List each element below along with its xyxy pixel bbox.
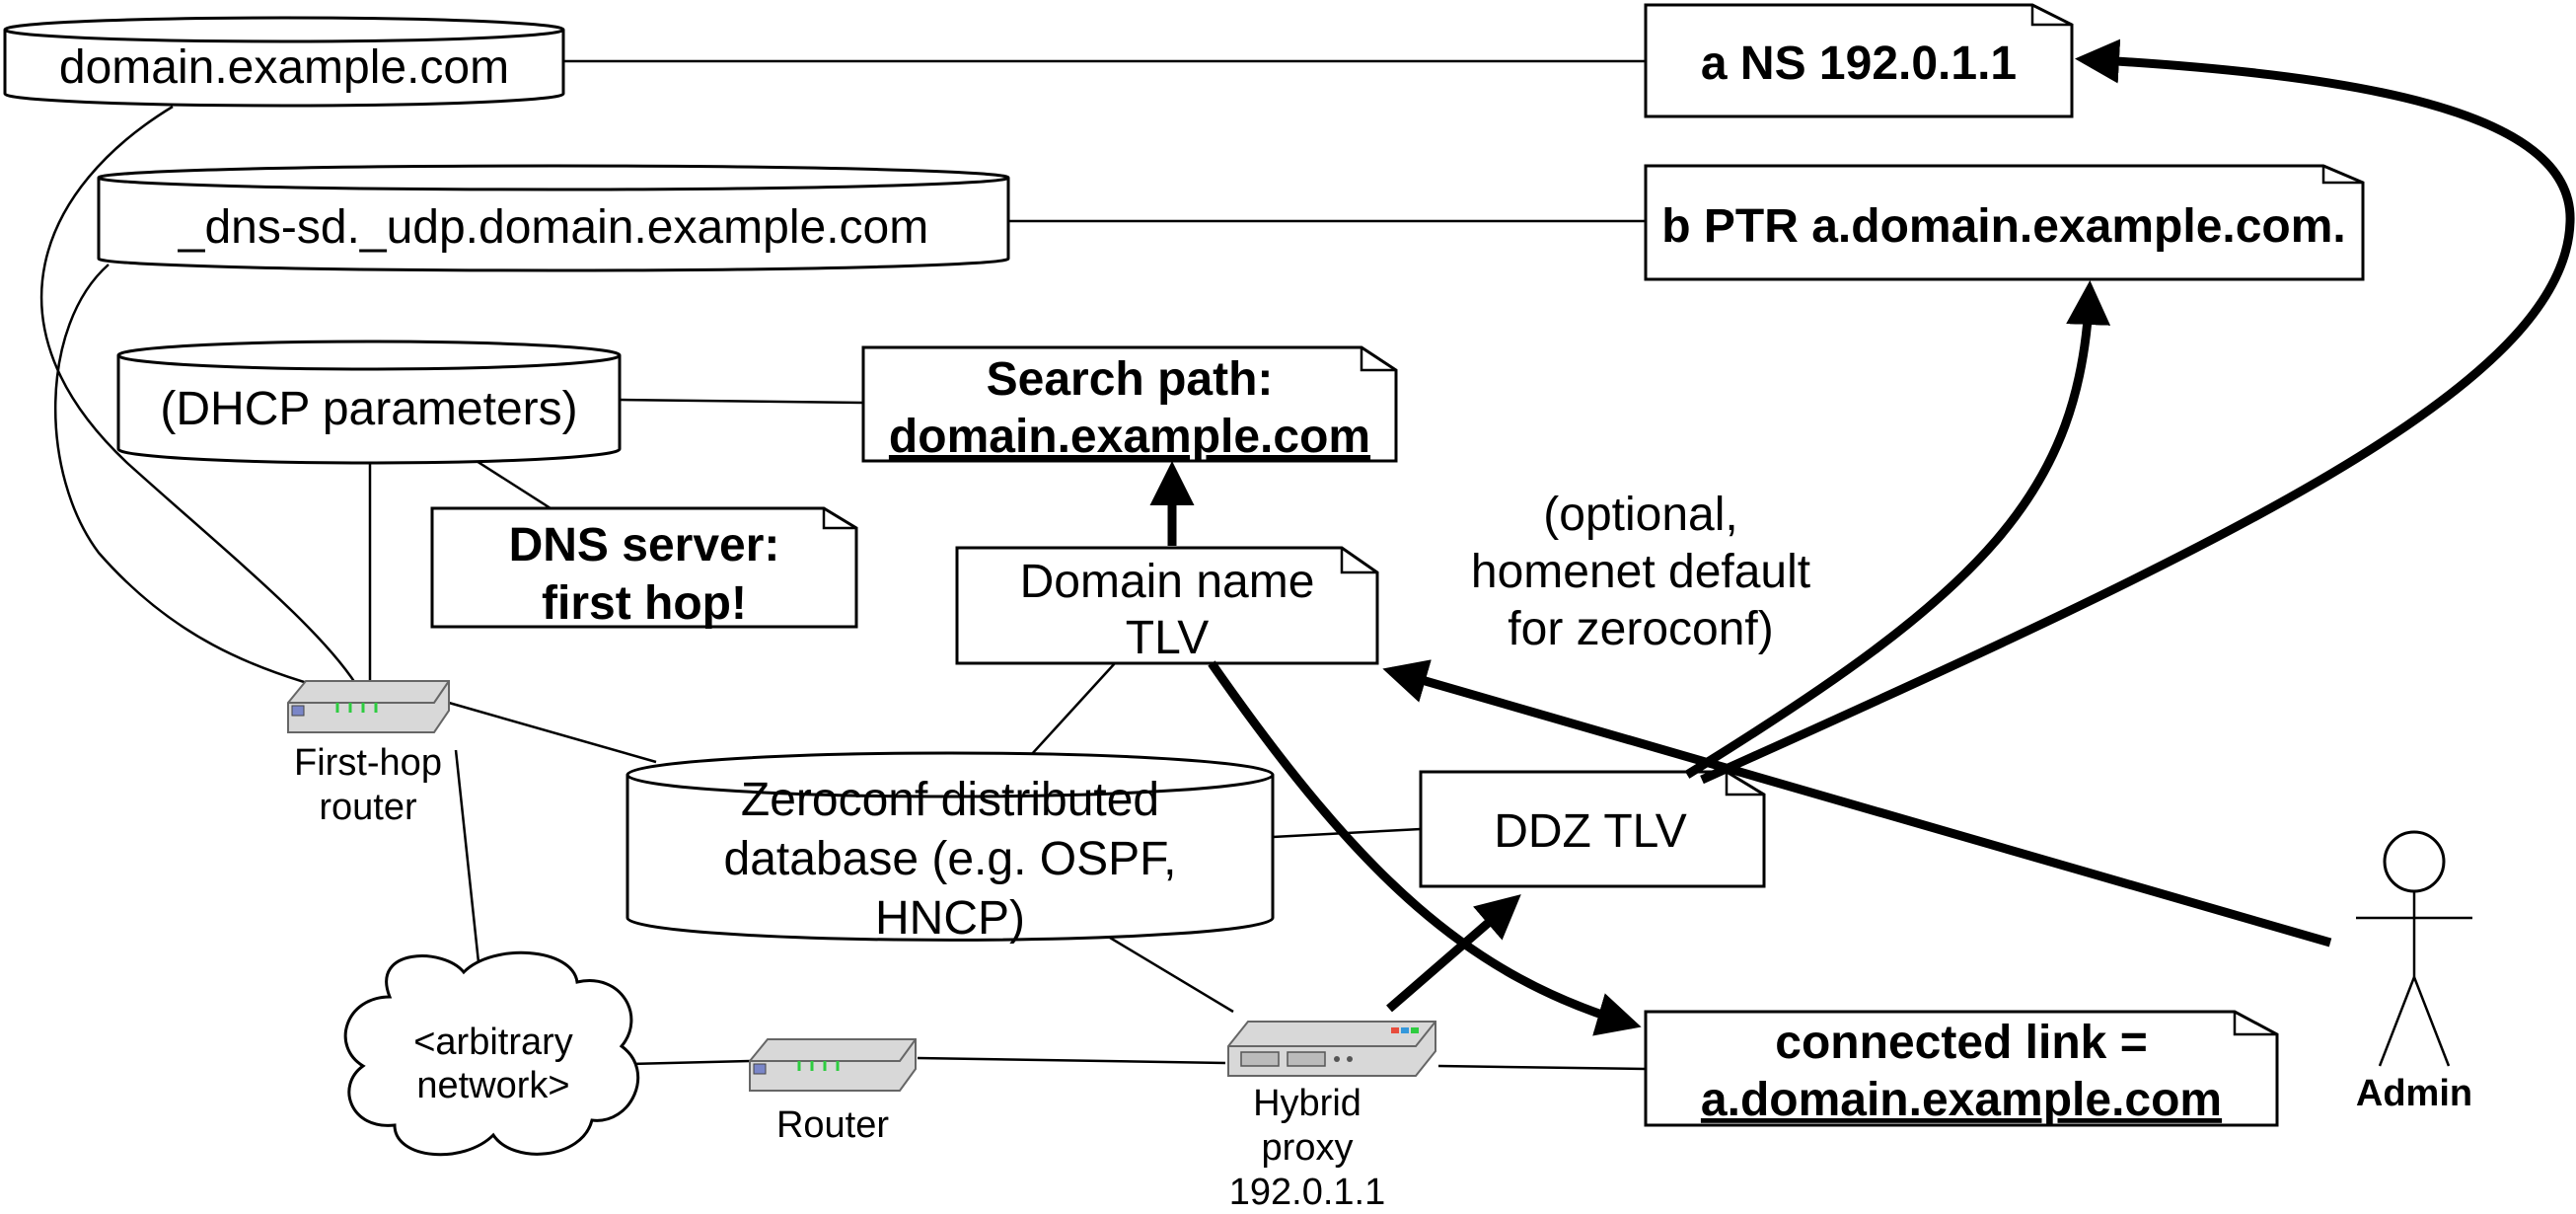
database-dhcp: (DHCP parameters) <box>116 340 622 465</box>
arrow-admin-domaintlv <box>1382 659 2332 948</box>
proxy-label-line3: 192.0.1.1 <box>1229 1172 1385 1213</box>
first-hop-label-line1: First-hop <box>294 742 442 784</box>
database-zeroconf-line2: database (e.g. OSPF, <box>724 833 1177 885</box>
first-hop-label-line2: router <box>319 787 417 828</box>
edge-dhcp-dnsserver <box>468 454 552 510</box>
note-search-path: Search path: domain.example.com <box>861 345 1398 463</box>
note-domain-tlv: Domain name TLV <box>955 546 1379 665</box>
proxy-label-line1: Hybrid <box>1253 1083 1362 1124</box>
optional-note-line3: for zeroconf) <box>1508 603 1773 655</box>
database-dhcp-label: (DHCP parameters) <box>160 383 577 435</box>
connectors <box>40 59 1647 1071</box>
ns-record-label: a NS 192.0.1.1 <box>1701 38 2017 90</box>
edge-dnssd-firsthop <box>53 264 361 699</box>
note-ddz-tlv: DDZ TLV <box>1419 770 1766 888</box>
note-ns-record: a NS 192.0.1.1 <box>1644 3 2074 118</box>
edge-proxy-link <box>1437 1064 1647 1071</box>
edge-cloud-router <box>628 1059 751 1066</box>
database-dnssd: _dns-sd._udp.domain.example.com <box>97 164 1010 272</box>
router-label: Router <box>776 1104 889 1146</box>
optional-note-line1: (optional, <box>1543 489 1737 541</box>
arrow-ddz-ns <box>1700 38 2575 785</box>
cloud-network: <arbitrary network> <box>343 950 640 1157</box>
edge-domain-firsthop <box>40 105 362 692</box>
database-domain-label: domain.example.com <box>59 41 509 94</box>
edge-domaintlv-zeroconf <box>1030 662 1116 756</box>
search-path-line2: domain.example.com <box>889 411 1370 463</box>
ptr-record-label: b PTR a.domain.example.com. <box>1661 200 2346 253</box>
note-ptr-record: b PTR a.domain.example.com. <box>1644 164 2365 281</box>
proxy-label-line2: proxy <box>1262 1127 1354 1169</box>
database-zeroconf-line1: Zeroconf distributed <box>741 774 1159 826</box>
router-device: Router <box>749 1038 917 1146</box>
database-zeroconf-line3: HNCP) <box>875 892 1025 945</box>
cloud-line2: network> <box>416 1065 569 1106</box>
edge-zeroconf-proxy <box>1109 936 1234 1014</box>
hybrid-proxy-device: Hybrid proxy 192.0.1.1 <box>1227 1021 1436 1213</box>
optional-note-line2: homenet default <box>1471 546 1810 598</box>
first-hop-router-device: First-hop router <box>287 680 450 828</box>
domain-tlv-line1: Domain name <box>1020 556 1315 608</box>
cloud-line1: <arbitrary <box>413 1022 573 1063</box>
arrow-domaintlv-connectedlink <box>1208 660 1642 1036</box>
dns-server-line1: DNS server: <box>509 519 780 571</box>
arrow-ddz-ptr <box>1684 280 2111 779</box>
admin-actor: Admin <box>2356 830 2472 1114</box>
admin-head <box>2383 830 2446 893</box>
note-connected-link: connected link = a.domain.example.com <box>1644 1010 2279 1127</box>
arrow-proxy-ddz <box>1386 894 1521 1013</box>
search-path-line1: Search path: <box>987 353 1274 406</box>
edge-router-proxy <box>917 1056 1226 1065</box>
edge-firsthop-zeroconf <box>448 701 657 764</box>
database-zeroconf: Zeroconf distributed database (e.g. OSPF… <box>626 751 1275 945</box>
dns-server-line2: first hop! <box>542 577 747 630</box>
note-dns-server: DNS server: first hop! <box>430 506 858 630</box>
domain-tlv-line2: TLV <box>1126 612 1209 664</box>
edge-firsthop-cloud <box>454 749 480 963</box>
connected-link-line2: a.domain.example.com <box>1701 1074 2222 1126</box>
admin-label: Admin <box>2356 1073 2472 1114</box>
ddz-tlv-label: DDZ TLV <box>1494 805 1687 858</box>
database-domain: domain.example.com <box>3 16 565 108</box>
database-dnssd-label: _dns-sd._udp.domain.example.com <box>178 201 928 254</box>
arrows <box>1149 38 2575 1036</box>
optional-note: (optional, homenet default for zeroconf) <box>1471 489 1810 655</box>
edge-dhcp-searchpath <box>619 398 864 405</box>
connected-link-line1: connected link = <box>1775 1017 2147 1069</box>
